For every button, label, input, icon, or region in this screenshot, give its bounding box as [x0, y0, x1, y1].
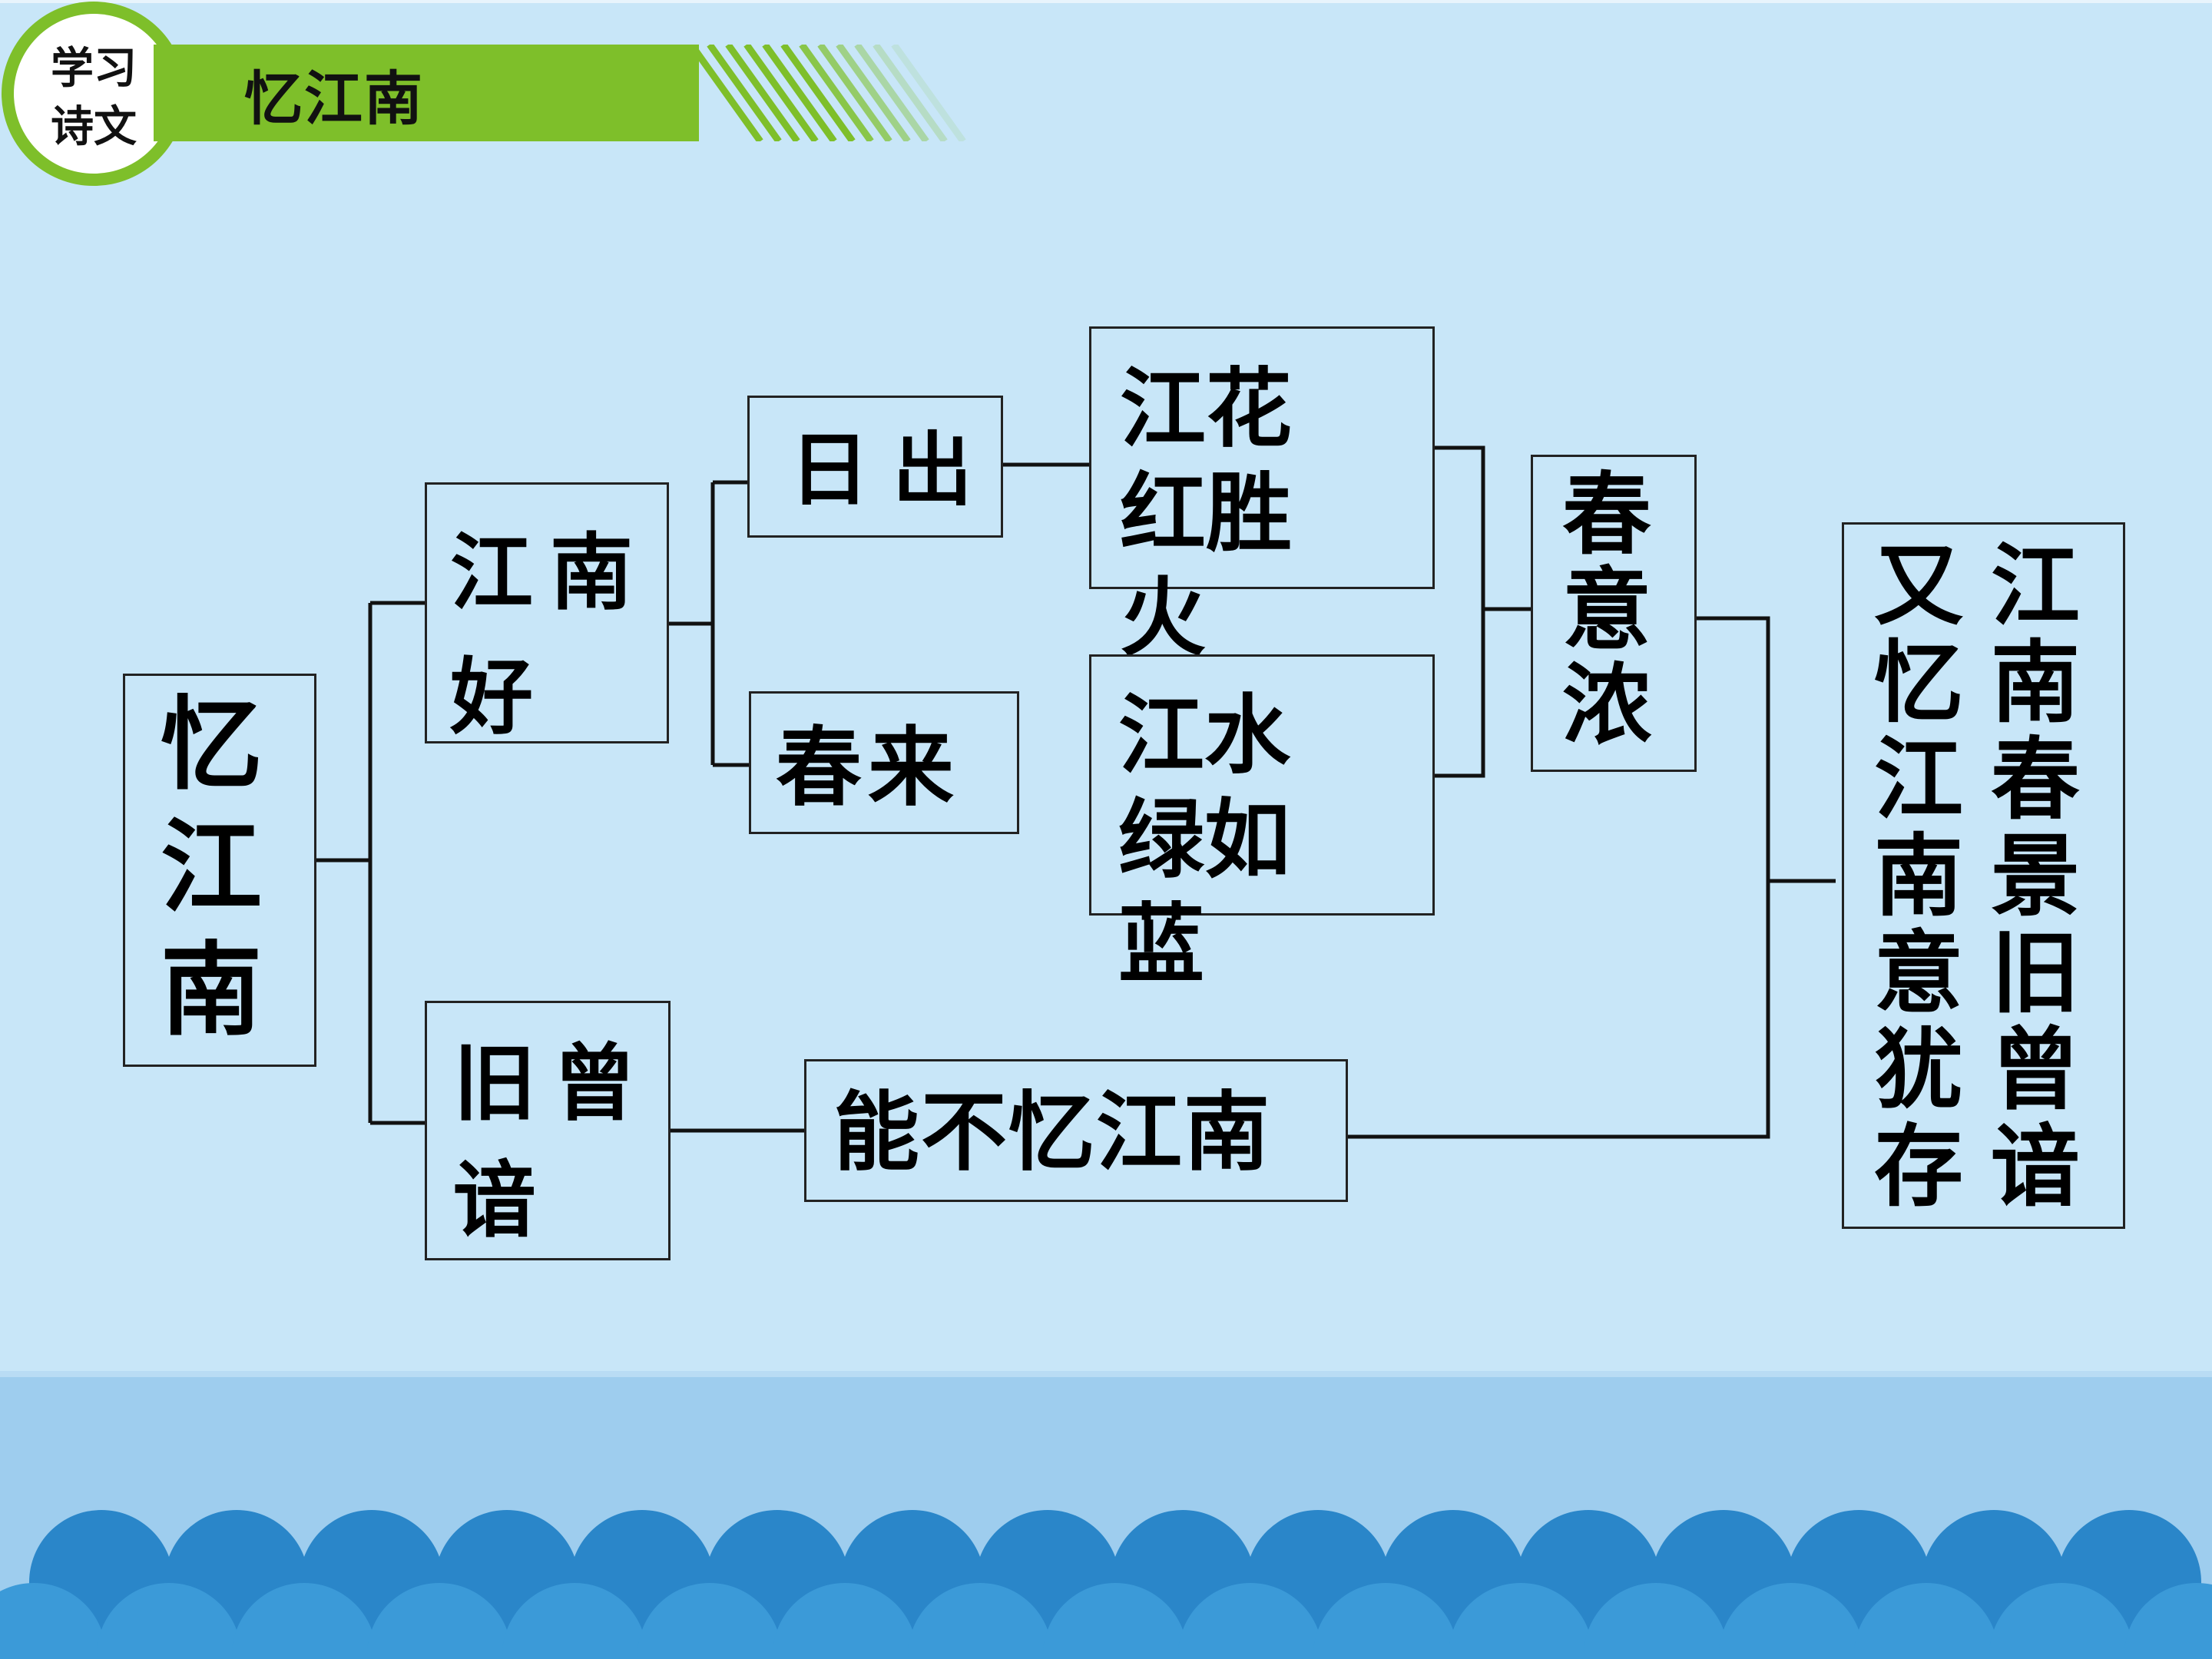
- badge: [14, 14, 174, 174]
- sunrise-label: 日出: [790, 422, 996, 517]
- conclusion-box: [1842, 522, 2125, 1229]
- root-box: [123, 674, 316, 1067]
- conclusion-column-left: 又忆江南意犹存: [1874, 534, 1963, 1219]
- sunrise-box: [747, 396, 1003, 538]
- badge-line-2: 诗文: [51, 102, 137, 152]
- root-label: 忆江南: [161, 685, 262, 1050]
- good-box: [425, 482, 669, 743]
- root-bracket: [315, 601, 427, 1125]
- spring-comes-box: [749, 691, 1019, 834]
- conclusion-bracket: [1348, 616, 1836, 1139]
- banner-bar: [154, 45, 699, 141]
- flowers-box: [1089, 326, 1435, 589]
- spring-mood-label: 春意浓: [1562, 462, 1651, 757]
- good-bracket: [668, 480, 749, 767]
- badge-label: 学习 诗文: [14, 40, 174, 157]
- spring-mood-box: [1531, 455, 1697, 772]
- forget-box: [804, 1059, 1348, 1202]
- title-banner: [154, 45, 966, 141]
- badge-line-1: 学习: [51, 44, 137, 94]
- conclusion-column-right: 江南春景旧曾谙: [1991, 534, 2080, 1219]
- wave-decoration: [0, 1510, 2212, 1659]
- banner-stripes: [688, 45, 966, 141]
- top-border: [0, 0, 2212, 3]
- once-label: 旧曾谙: [453, 1035, 654, 1249]
- once-box: [425, 1001, 671, 1260]
- sea-highlight: [0, 1371, 2212, 1377]
- good-label: 江南好: [450, 525, 651, 746]
- spring-merge: [1434, 445, 1531, 778]
- page-title: 忆江南: [244, 65, 424, 133]
- forget-label: 能不忆江南: [833, 1082, 1271, 1183]
- flowers-label: 江花红胜火: [1120, 359, 1292, 668]
- water-label: 江水绿如蓝: [1118, 685, 1290, 995]
- water-box: [1089, 654, 1435, 916]
- spring-comes-label: 春来: [776, 717, 960, 818]
- wave-row-front: [0, 1583, 2212, 1659]
